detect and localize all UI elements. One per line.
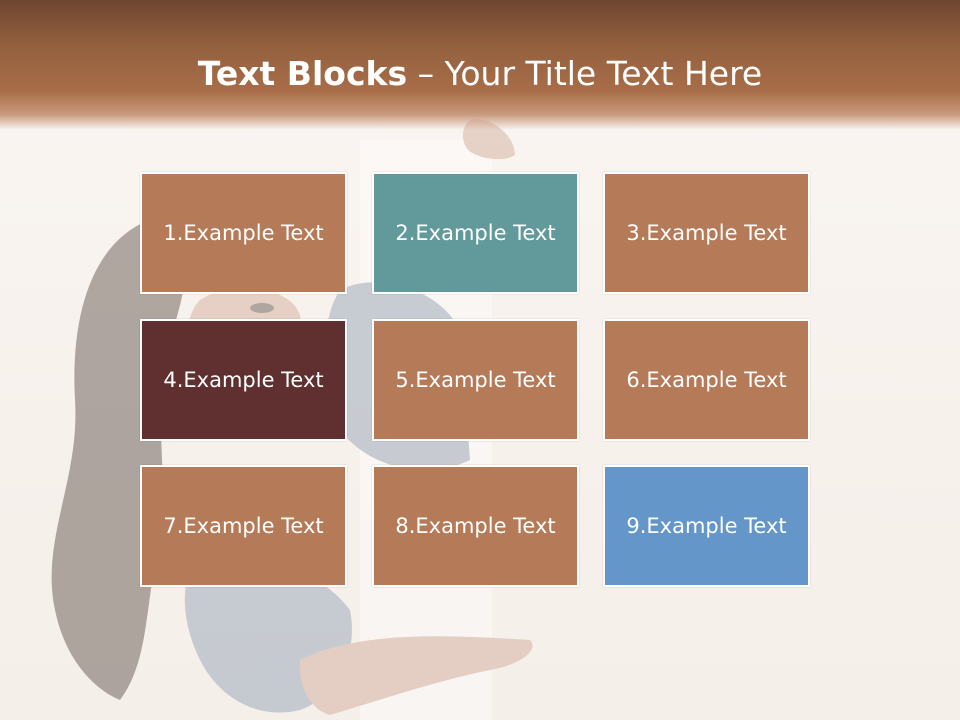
text-block-8-label: 8.Example Text <box>395 514 556 538</box>
title-rest: Your Title Text Here <box>444 54 763 93</box>
text-block-8[interactable]: 8.Example Text <box>372 465 579 587</box>
text-block-7[interactable]: 7.Example Text <box>140 465 347 587</box>
text-block-9-label: 9.Example Text <box>626 514 787 538</box>
title-dash: – <box>407 54 445 93</box>
text-block-3-label: 3.Example Text <box>626 221 787 245</box>
text-block-3[interactable]: 3.Example Text <box>603 172 810 294</box>
text-block-6-label: 6.Example Text <box>626 368 787 392</box>
text-block-2[interactable]: 2.Example Text <box>372 172 579 294</box>
slide-title: Text Blocks – Your Title Text Here <box>0 52 960 96</box>
header-band <box>0 0 960 130</box>
text-block-6[interactable]: 6.Example Text <box>603 319 810 441</box>
text-block-4[interactable]: 4.Example Text <box>140 319 347 441</box>
text-block-2-label: 2.Example Text <box>395 221 556 245</box>
text-block-7-label: 7.Example Text <box>163 514 324 538</box>
text-block-5-label: 5.Example Text <box>395 368 556 392</box>
text-block-1[interactable]: 1.Example Text <box>140 172 347 294</box>
text-block-9[interactable]: 9.Example Text <box>603 465 810 587</box>
text-block-1-label: 1.Example Text <box>163 221 324 245</box>
text-block-5[interactable]: 5.Example Text <box>372 319 579 441</box>
title-bold: Text Blocks <box>197 54 408 93</box>
text-block-4-label: 4.Example Text <box>163 368 324 392</box>
